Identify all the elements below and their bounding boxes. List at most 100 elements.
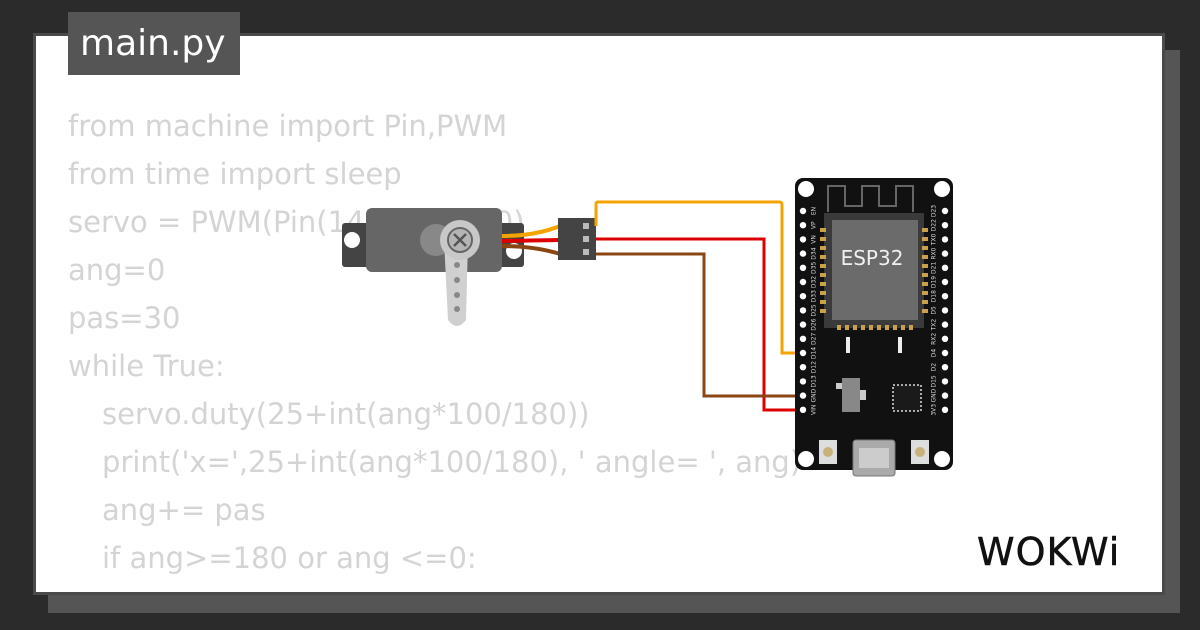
chip-pad (820, 309, 826, 313)
connector-pin (583, 236, 589, 242)
pin-label: D2 (931, 363, 938, 372)
servo-horn-hole (454, 262, 460, 268)
chip-pad (922, 255, 928, 259)
chip-pad (861, 325, 865, 330)
header-pin-en[interactable] (799, 207, 807, 215)
connector-pin (583, 249, 589, 255)
header-pin-tx2[interactable] (941, 321, 949, 328)
chip-pad (922, 273, 928, 277)
header-pin-d12[interactable] (799, 364, 807, 371)
led-indicator (898, 337, 902, 353)
pin-label: GND (931, 388, 938, 402)
wokwi-logo-text: WOKWi (977, 530, 1120, 574)
servo-motor[interactable] (342, 208, 596, 326)
header-pin-vp[interactable] (799, 222, 807, 229)
voltage-regulator (842, 378, 860, 412)
en-button-cap (823, 447, 833, 457)
header-pin-d27[interactable] (799, 335, 807, 342)
chip-pad (820, 282, 826, 286)
chip-pad (922, 264, 928, 268)
chip-pads (820, 228, 928, 330)
chip-pad (869, 325, 873, 330)
header-pin-d35[interactable] (799, 264, 807, 271)
pin-label: VN (811, 235, 818, 244)
pin-label: D23 (931, 205, 938, 217)
header-pin-d32[interactable] (799, 278, 807, 286)
header-pin-gnd[interactable] (799, 392, 807, 399)
pin-label: D27 (811, 332, 818, 344)
header-pin-d5[interactable] (941, 307, 949, 314)
code-line: from machine import Pin,PWM (68, 109, 508, 143)
power-wire[interactable] (596, 237, 803, 412)
pin-label: D18 (931, 290, 938, 302)
header-pin-d21[interactable] (941, 264, 949, 271)
chip-pad (820, 264, 826, 268)
header-pin-3v3[interactable] (941, 406, 949, 413)
mount-hole (934, 451, 950, 467)
mount-hole (798, 181, 814, 197)
signal-wire[interactable] (594, 200, 803, 355)
servo-power-lead (501, 238, 561, 243)
header-pin-rx2[interactable] (941, 335, 949, 342)
pin-label: D22 (931, 219, 938, 231)
header-pin-vn[interactable] (799, 236, 807, 243)
ground-wire[interactable] (596, 252, 803, 398)
usb-port-inner (859, 448, 889, 468)
servo-horn[interactable] (444, 240, 468, 326)
code-line: from time import sleep (68, 157, 402, 191)
pin-label: TX0 (931, 233, 938, 246)
pin-label: D5 (931, 306, 938, 315)
header-pin-rx0[interactable] (941, 250, 949, 257)
header-pin-d19[interactable] (941, 278, 949, 286)
chip-pad (885, 325, 889, 330)
chip-pad (922, 309, 928, 313)
chip-pad (837, 325, 841, 330)
pin-label: RX0 (931, 247, 938, 259)
pin-label: VIN (811, 405, 818, 415)
header-pin-d2[interactable] (941, 364, 949, 371)
pin-label: D35 (811, 261, 818, 273)
chip-pad (820, 237, 826, 241)
servo-connector[interactable] (558, 218, 596, 260)
mount-hole (798, 451, 814, 467)
header-pin-d4[interactable] (941, 349, 949, 357)
chip-pad (877, 325, 881, 330)
screw-cross-icon (453, 233, 467, 247)
header-pin-vin[interactable] (799, 406, 807, 413)
pin-label: GND (811, 388, 818, 402)
servo-ground-lead (501, 244, 561, 256)
header-pin-d15[interactable] (941, 378, 949, 385)
header-pin-d18[interactable] (941, 293, 949, 300)
header-pin-d33[interactable] (799, 293, 807, 300)
pin-label: D19 (931, 276, 938, 288)
code-line: if ang>=180 or ang <=0: (102, 541, 477, 575)
pin-label: D14 (811, 347, 818, 359)
regulator-lead (836, 383, 842, 389)
header-pin-tx0[interactable] (941, 236, 949, 243)
chip-pad (922, 237, 928, 241)
header-pin-d25[interactable] (799, 307, 807, 314)
code-line: pas=30 (68, 301, 181, 335)
header-pin-d13[interactable] (799, 378, 807, 385)
header-pin-d14[interactable] (799, 349, 807, 357)
connector-pin (583, 223, 589, 229)
esp32-board[interactable]: ESP32 ENVPVND34D35D32D33D25D26D27D14D12D… (795, 178, 953, 477)
header-pin-gnd[interactable] (941, 392, 949, 399)
header-pin-d26[interactable] (799, 321, 807, 328)
code-line: while True: (68, 349, 225, 383)
pin-label: D12 (811, 361, 818, 373)
header-pin-d22[interactable] (941, 222, 949, 229)
code-line: ang=0 (68, 253, 166, 287)
pin-label: D4 (931, 349, 938, 358)
filename-tab[interactable]: main.py (68, 12, 240, 75)
wokwi-logo: WOKWi (977, 530, 1120, 575)
header-pin-d23[interactable] (941, 207, 949, 215)
boot-button-cap (915, 447, 925, 457)
pin-label: 3V3 (931, 404, 938, 416)
chip-pad (820, 291, 826, 295)
regulator-lead (860, 390, 866, 400)
pin-label: D21 (931, 261, 938, 273)
header-pin-d34[interactable] (799, 250, 807, 257)
project-card (33, 33, 1165, 595)
